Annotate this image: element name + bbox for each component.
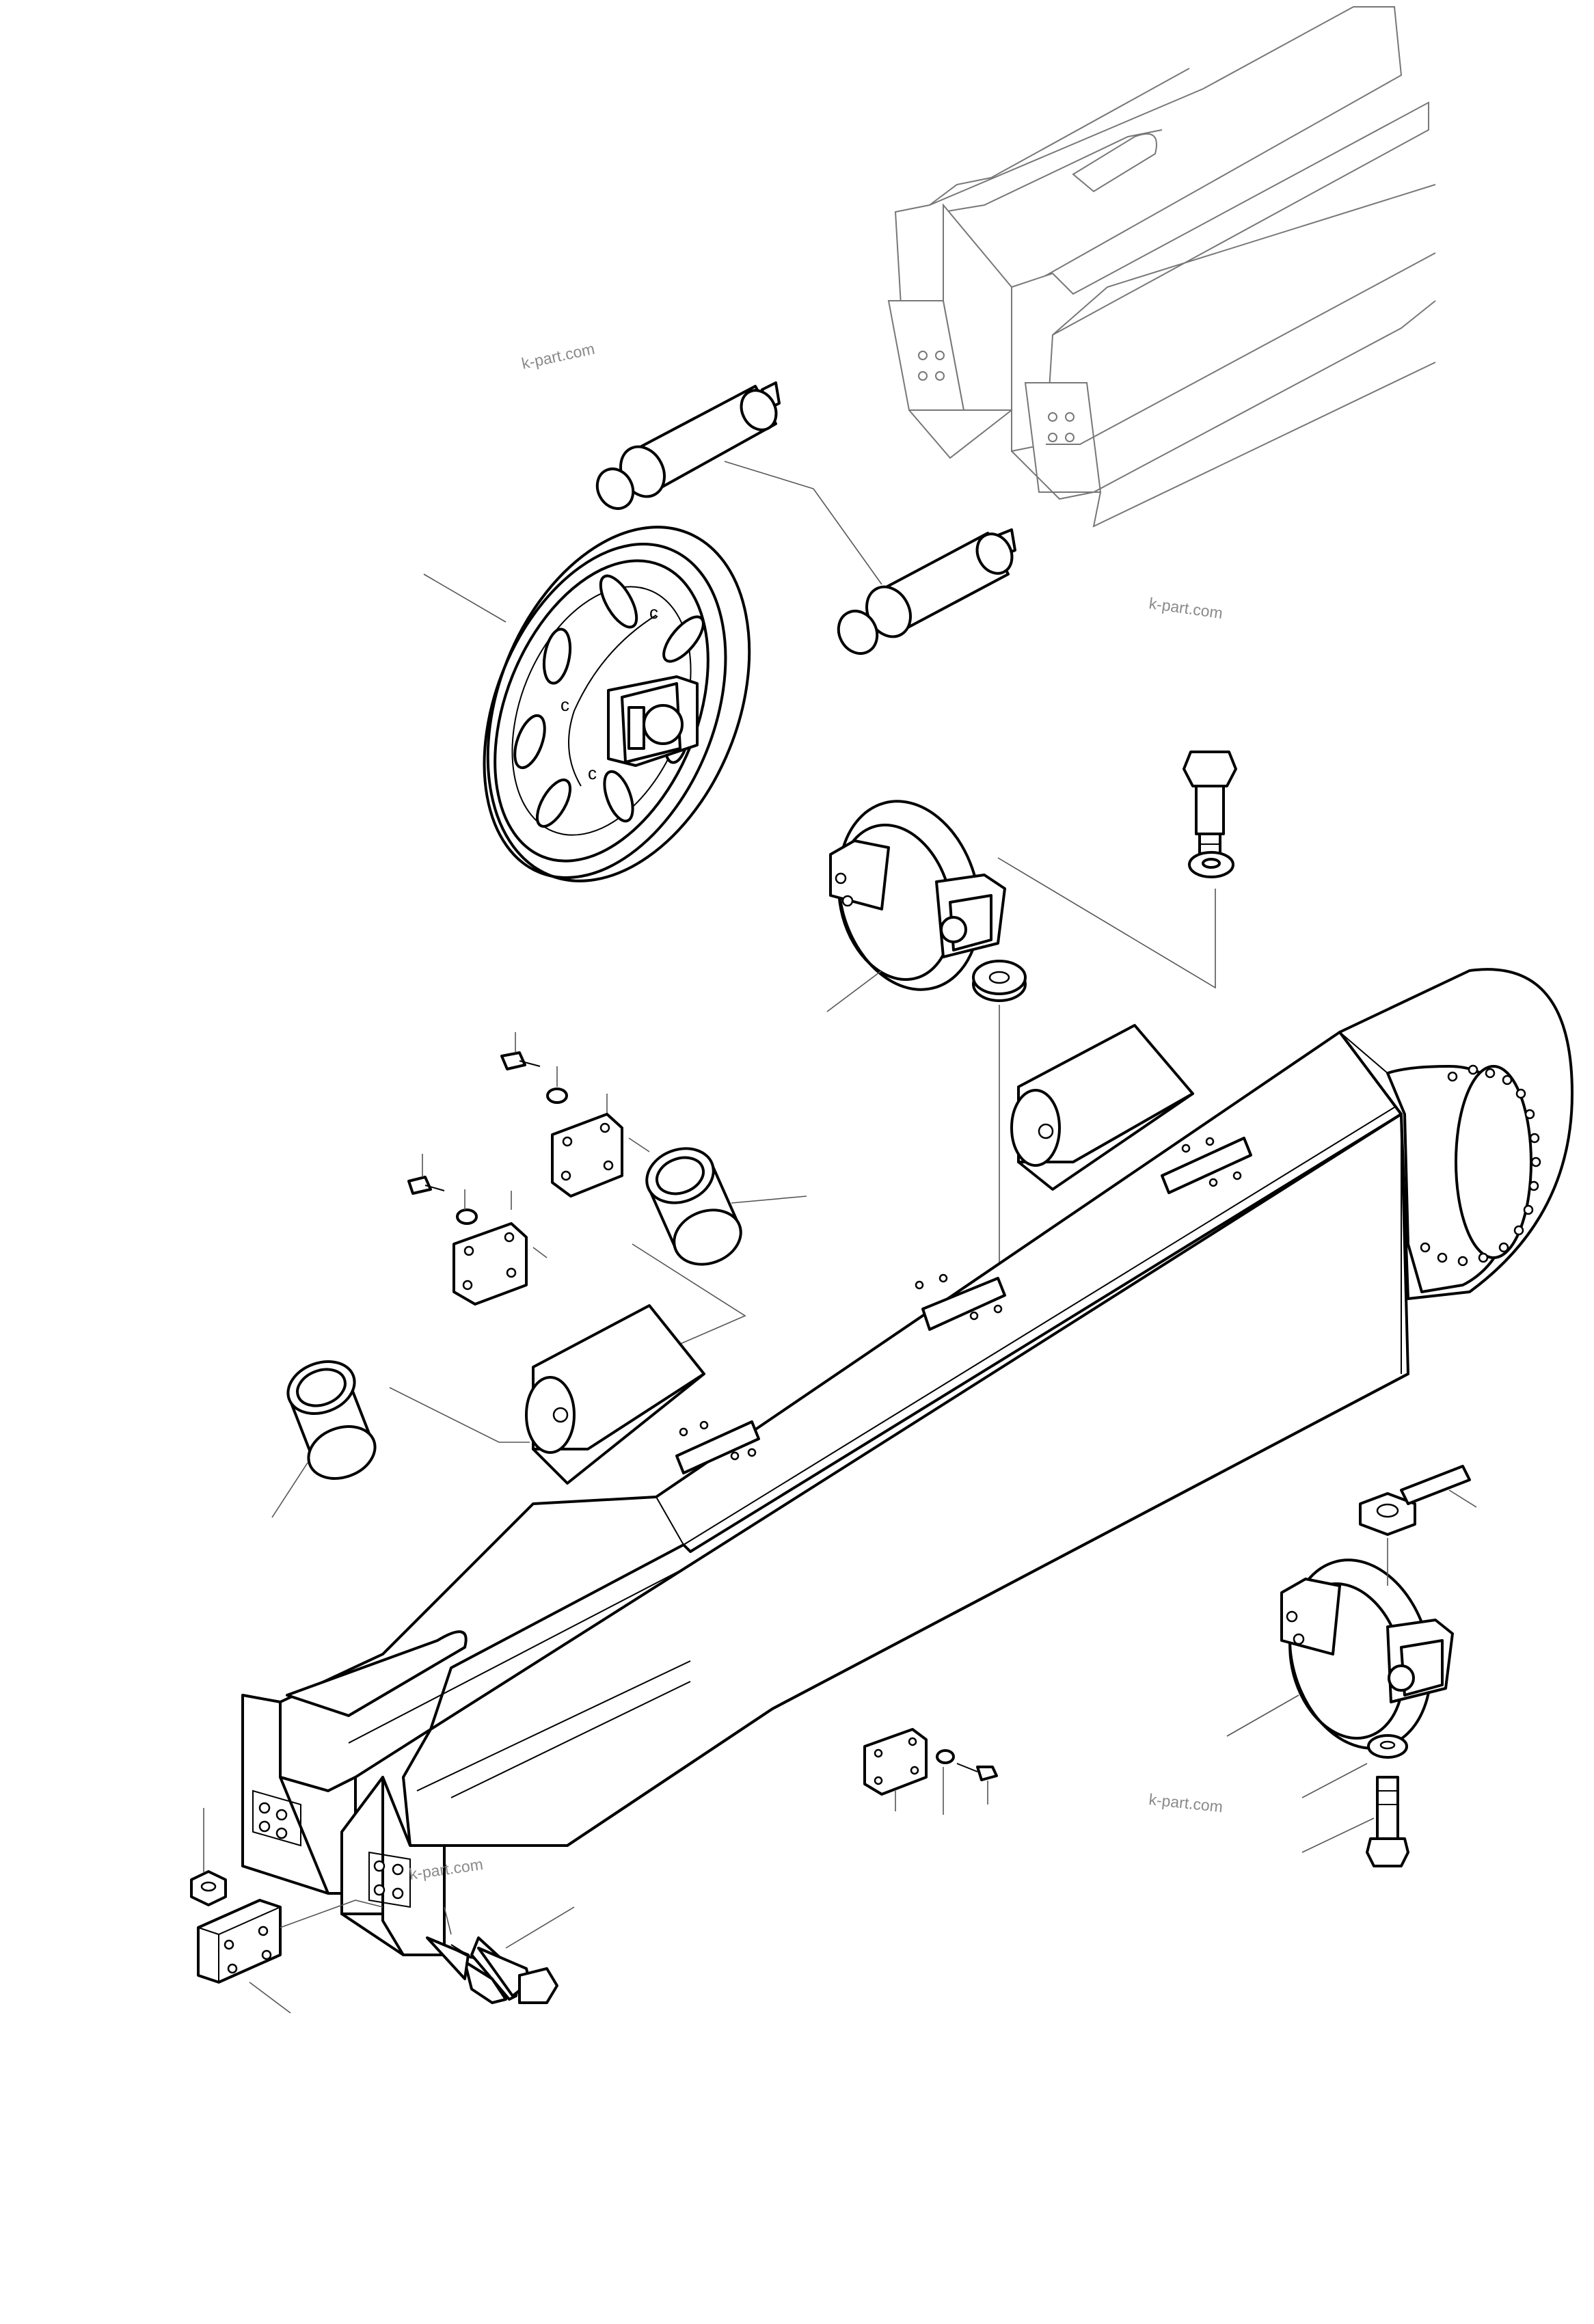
track-roller-upper bbox=[829, 800, 1006, 991]
tab-washer bbox=[1400, 1465, 1471, 1505]
idler-axle-lower bbox=[837, 528, 1016, 655]
bushing-center bbox=[645, 1147, 742, 1266]
cover-plate bbox=[452, 1222, 528, 1306]
watermark: k-part.com bbox=[520, 340, 597, 373]
watermark: k-part.com bbox=[1148, 594, 1224, 622]
screw bbox=[956, 1763, 998, 1781]
svg-text:c: c bbox=[588, 763, 597, 783]
bolt-ring-holes bbox=[1420, 1064, 1541, 1267]
hex-nut bbox=[1359, 1492, 1416, 1536]
hex-nut bbox=[190, 1870, 227, 1906]
washer bbox=[1367, 1734, 1408, 1759]
track-frame bbox=[241, 968, 1573, 1956]
cover-plate bbox=[551, 1113, 623, 1198]
end-block bbox=[197, 1899, 282, 1984]
idler-axle-upper bbox=[595, 381, 781, 510]
bushing-left bbox=[286, 1360, 377, 1480]
track-roller-lower bbox=[1280, 1558, 1454, 1750]
screw bbox=[500, 1051, 541, 1070]
hex-bolt bbox=[426, 1936, 558, 2004]
washer bbox=[456, 1208, 478, 1225]
bushing-small bbox=[972, 960, 1027, 1002]
hex-bolt bbox=[1183, 751, 1237, 869]
watermark: k-part.com bbox=[1148, 1790, 1224, 1815]
machine-frame-reference bbox=[887, 6, 1436, 528]
svg-text:c: c bbox=[560, 694, 569, 715]
hex-bolt bbox=[1366, 1776, 1409, 1867]
front-idler-wheel: c c c bbox=[483, 526, 751, 882]
cover-plate bbox=[863, 1728, 928, 1796]
washer bbox=[546, 1087, 568, 1104]
svg-text:c: c bbox=[649, 602, 658, 623]
washer bbox=[936, 1749, 955, 1764]
screw bbox=[407, 1176, 445, 1195]
washer bbox=[1188, 851, 1234, 878]
